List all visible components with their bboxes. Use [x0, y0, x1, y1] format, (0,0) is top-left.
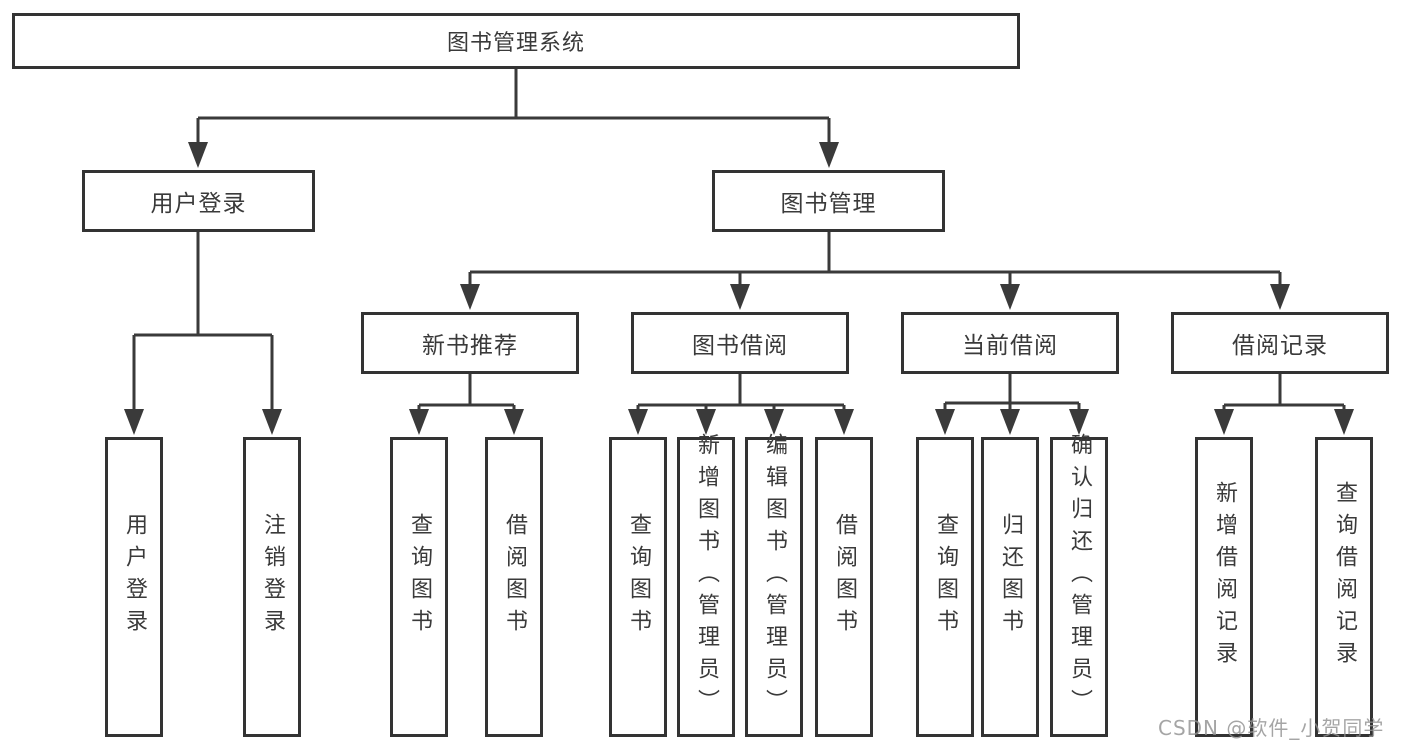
leaf-label: 新增借阅记录	[1212, 481, 1237, 673]
leaf-label: 借阅图书	[832, 513, 857, 641]
leaf-borrow-books-recommend: 借阅图书	[485, 437, 543, 737]
leaf-label: 编辑图书（管理员）	[762, 433, 787, 721]
node-label: 新书推荐	[422, 333, 518, 359]
node-user-login-branch: 用户登录	[82, 170, 315, 232]
node-label: 图书管理系统	[446, 31, 585, 56]
leaf-query-books-recommend: 查询图书	[390, 437, 448, 737]
leaf-add-borrow-record: 新增借阅记录	[1195, 437, 1253, 737]
node-label: 图书管理	[780, 191, 877, 217]
csdn-watermark: CSDN @软件_小贺同学	[1158, 716, 1385, 740]
leaf-edit-book-admin: 编辑图书（管理员）	[745, 433, 803, 737]
leaf-label: 确认归还（管理员）	[1067, 433, 1092, 721]
node-library-management-system: 图书管理系统	[12, 13, 1020, 69]
leaf-label: 查询图书	[933, 513, 958, 641]
leaf-logout-login: 注销登录	[243, 437, 301, 737]
leaf-label: 新增图书（管理员）	[694, 433, 719, 721]
leaf-label: 归还图书	[998, 513, 1023, 641]
node-current-borrowing: 当前借阅	[901, 312, 1119, 374]
leaf-label: 注销登录	[260, 513, 285, 641]
leaf-query-borrow-record: 查询借阅记录	[1315, 437, 1373, 737]
node-book-borrowing: 图书借阅	[631, 312, 849, 374]
node-borrowing-records: 借阅记录	[1171, 312, 1389, 374]
leaf-label: 用户登录	[122, 513, 147, 641]
leaf-label: 借阅图书	[502, 513, 527, 641]
node-label: 当前借阅	[962, 333, 1058, 359]
node-label: 用户登录	[150, 191, 247, 217]
leaf-user-login: 用户登录	[105, 437, 163, 737]
arrowheads	[124, 142, 1354, 435]
leaf-label: 查询图书	[626, 513, 651, 641]
leaf-return-book: 归还图书	[981, 437, 1039, 737]
node-new-book-recommendation: 新书推荐	[361, 312, 579, 374]
node-book-management-branch: 图书管理	[712, 170, 945, 232]
leaf-confirm-return-admin: 确认归还（管理员）	[1050, 433, 1108, 737]
leaf-label: 查询借阅记录	[1332, 481, 1357, 673]
leaf-add-book-admin: 新增图书（管理员）	[677, 433, 735, 737]
leaf-query-books-current: 查询图书	[916, 437, 974, 737]
node-label: 借阅记录	[1232, 333, 1328, 359]
node-label: 图书借阅	[692, 333, 788, 359]
leaf-borrow-books-borrowing: 借阅图书	[815, 437, 873, 737]
leaf-query-books-borrowing: 查询图书	[609, 437, 667, 737]
leaf-label: 查询图书	[407, 513, 432, 641]
